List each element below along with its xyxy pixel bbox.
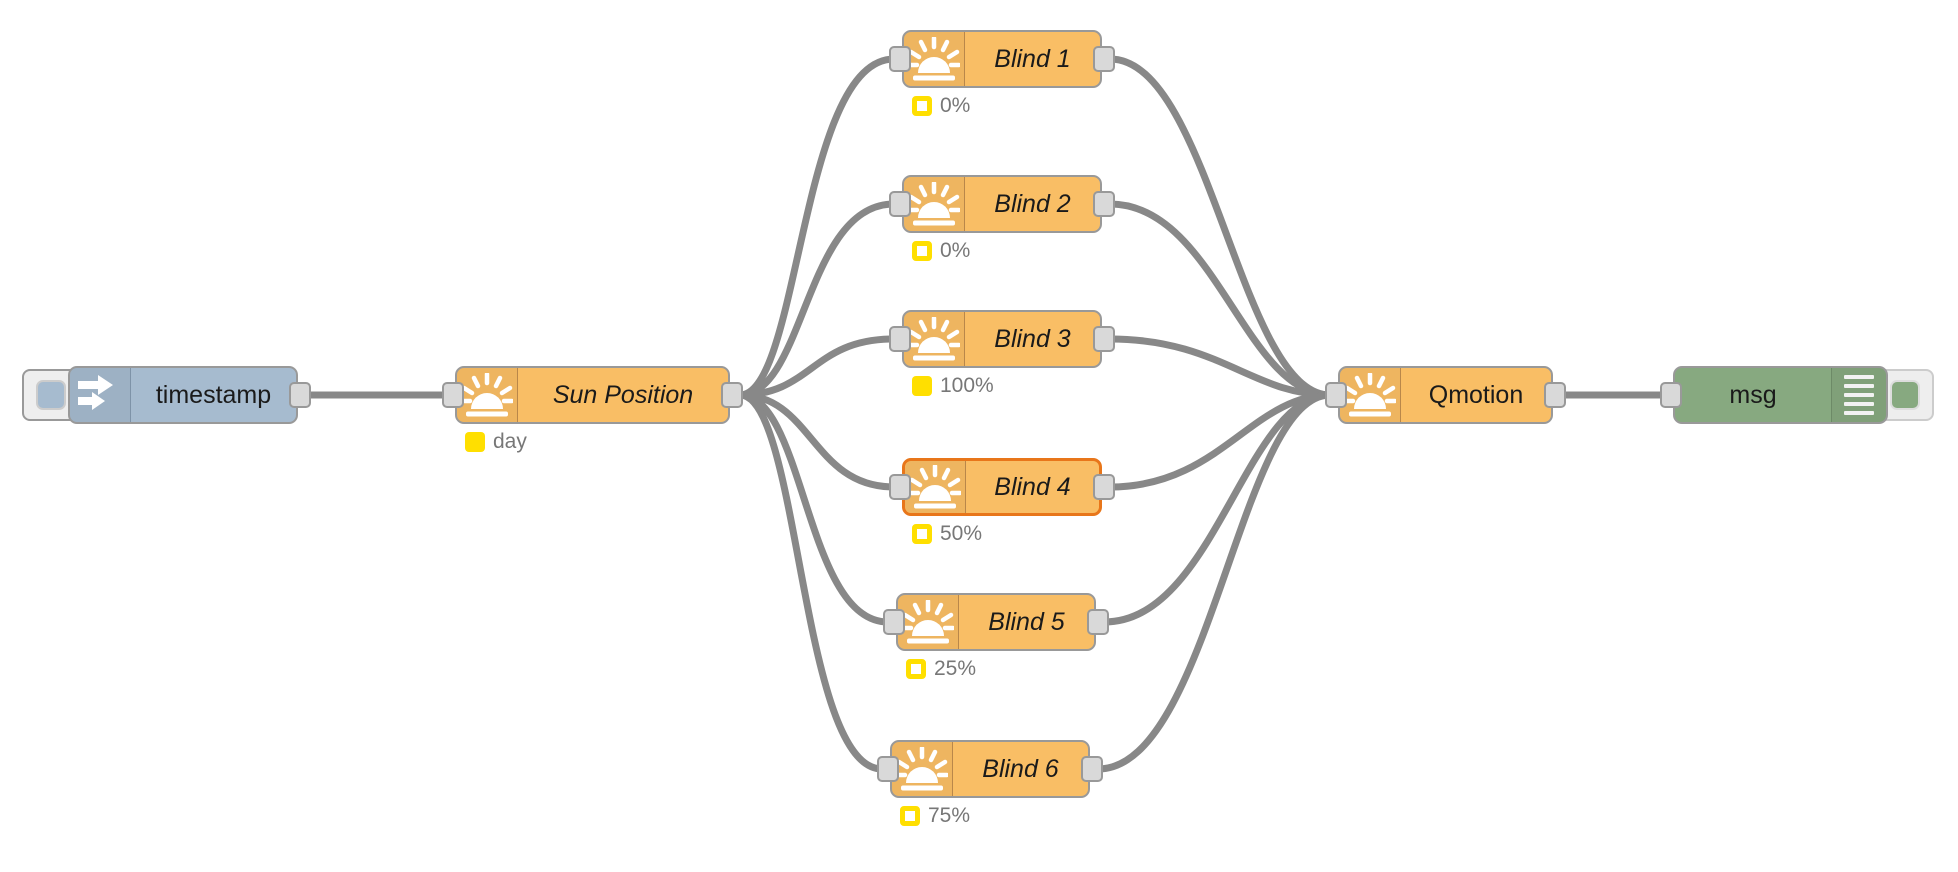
output-port-blind-1[interactable] (1093, 46, 1115, 72)
node-label-blind-1: Blind 1 (994, 44, 1071, 73)
node-blind-6[interactable]: Blind 6 (890, 740, 1090, 798)
input-port-blind-4[interactable] (889, 474, 911, 500)
node-blind-1[interactable]: Blind 1 (902, 30, 1102, 88)
status-badge-sun-position: day (465, 430, 527, 454)
status-text-blind-6: 75% (928, 804, 971, 827)
node-blind-5[interactable]: Blind 5 (896, 593, 1096, 651)
status-text-blind-2: 0% (940, 239, 971, 262)
sun-icon (898, 595, 959, 649)
status-dot-icon (912, 96, 932, 116)
input-port-blind-6[interactable] (877, 756, 899, 782)
status-badge-blind-4: 50% (912, 522, 982, 546)
output-port-blind-6[interactable] (1081, 756, 1103, 782)
status-text-blind-3: 100% (940, 374, 994, 397)
output-port-blind-4[interactable] (1093, 474, 1115, 500)
output-port-blind-3[interactable] (1093, 326, 1115, 352)
wire-blind-1-to-qmotion[interactable] (1106, 55, 1334, 399)
status-badge-blind-1: 0% (912, 94, 970, 118)
sun-icon (904, 32, 965, 86)
input-port-blind-1[interactable] (889, 46, 911, 72)
node-label-blind-3: Blind 3 (994, 324, 1071, 353)
wire-sun-position-to-blind-1[interactable] (736, 55, 898, 399)
sun-icon (892, 742, 953, 796)
input-port-qmotion[interactable] (1325, 382, 1347, 408)
status-dot-icon (912, 376, 932, 396)
output-port-blind-2[interactable] (1093, 191, 1115, 217)
inject-button-knob (36, 380, 66, 410)
output-port-sun-position[interactable] (721, 382, 743, 408)
status-dot-icon (900, 806, 920, 826)
status-dot-icon (465, 432, 485, 452)
status-badge-blind-2: 0% (912, 239, 970, 263)
output-port-qmotion[interactable] (1544, 382, 1566, 408)
wire-blind-4-to-qmotion[interactable] (1106, 391, 1334, 491)
node-blind-2[interactable]: Blind 2 (902, 175, 1102, 233)
wire-sun-position-to-blind-3[interactable] (736, 335, 898, 399)
node-label-blind-4: Blind 4 (994, 472, 1071, 501)
status-dot-icon (912, 524, 932, 544)
input-port-blind-2[interactable] (889, 191, 911, 217)
debug-toggle-knob (1890, 380, 1920, 410)
node-qmotion[interactable]: Qmotion (1338, 366, 1553, 424)
status-text-blind-1: 0% (940, 94, 971, 117)
status-badge-blind-5: 25% (906, 657, 976, 681)
status-text-sun-position: day (493, 430, 527, 453)
node-blind-3[interactable]: Blind 3 (902, 310, 1102, 368)
node-inject[interactable]: timestamp (68, 366, 298, 424)
node-label-sun-position: Sun Position (552, 380, 694, 409)
input-port-blind-3[interactable] (889, 326, 911, 352)
output-port-inject[interactable] (289, 382, 311, 408)
wire-blind-3-to-qmotion[interactable] (1106, 335, 1334, 399)
input-port-debug[interactable] (1660, 382, 1682, 408)
node-label-blind-5: Blind 5 (988, 607, 1065, 636)
status-dot-icon (906, 659, 926, 679)
node-label-inject: timestamp (155, 380, 272, 409)
sun-icon (904, 312, 965, 366)
sun-icon (1340, 368, 1401, 422)
wire-sun-position-to-blind-6[interactable] (736, 391, 886, 773)
hamburger-icon (1831, 368, 1886, 422)
status-text-blind-5: 25% (934, 657, 977, 680)
status-badge-blind-3: 100% (912, 374, 994, 398)
wire-blind-5-to-qmotion[interactable] (1100, 391, 1334, 626)
node-blind-4[interactable]: Blind 4 (902, 458, 1102, 516)
node-label-qmotion: Qmotion (1428, 380, 1524, 409)
node-sun-position[interactable]: Sun Position (455, 366, 730, 424)
input-port-sun-position[interactable] (442, 382, 464, 408)
status-badge-blind-6: 75% (900, 804, 970, 828)
sun-icon (457, 368, 518, 422)
node-label-blind-2: Blind 2 (994, 189, 1071, 218)
status-text-blind-4: 50% (940, 522, 983, 545)
sun-icon (905, 461, 966, 513)
node-label-blind-6: Blind 6 (982, 754, 1059, 783)
wire-blind-6-to-qmotion[interactable] (1094, 391, 1334, 773)
wire-blind-2-to-qmotion[interactable] (1106, 200, 1334, 399)
wire-sun-position-to-blind-4[interactable] (736, 391, 898, 491)
input-port-blind-5[interactable] (883, 609, 905, 635)
status-dot-icon (912, 241, 932, 261)
inject-arrow-icon (70, 368, 131, 422)
output-port-blind-5[interactable] (1087, 609, 1109, 635)
node-label-debug: msg (1729, 380, 1777, 409)
node-debug[interactable]: msg (1673, 366, 1888, 424)
wire-sun-position-to-blind-5[interactable] (736, 391, 892, 626)
wire-sun-position-to-blind-2[interactable] (736, 200, 898, 399)
sun-icon (904, 177, 965, 231)
